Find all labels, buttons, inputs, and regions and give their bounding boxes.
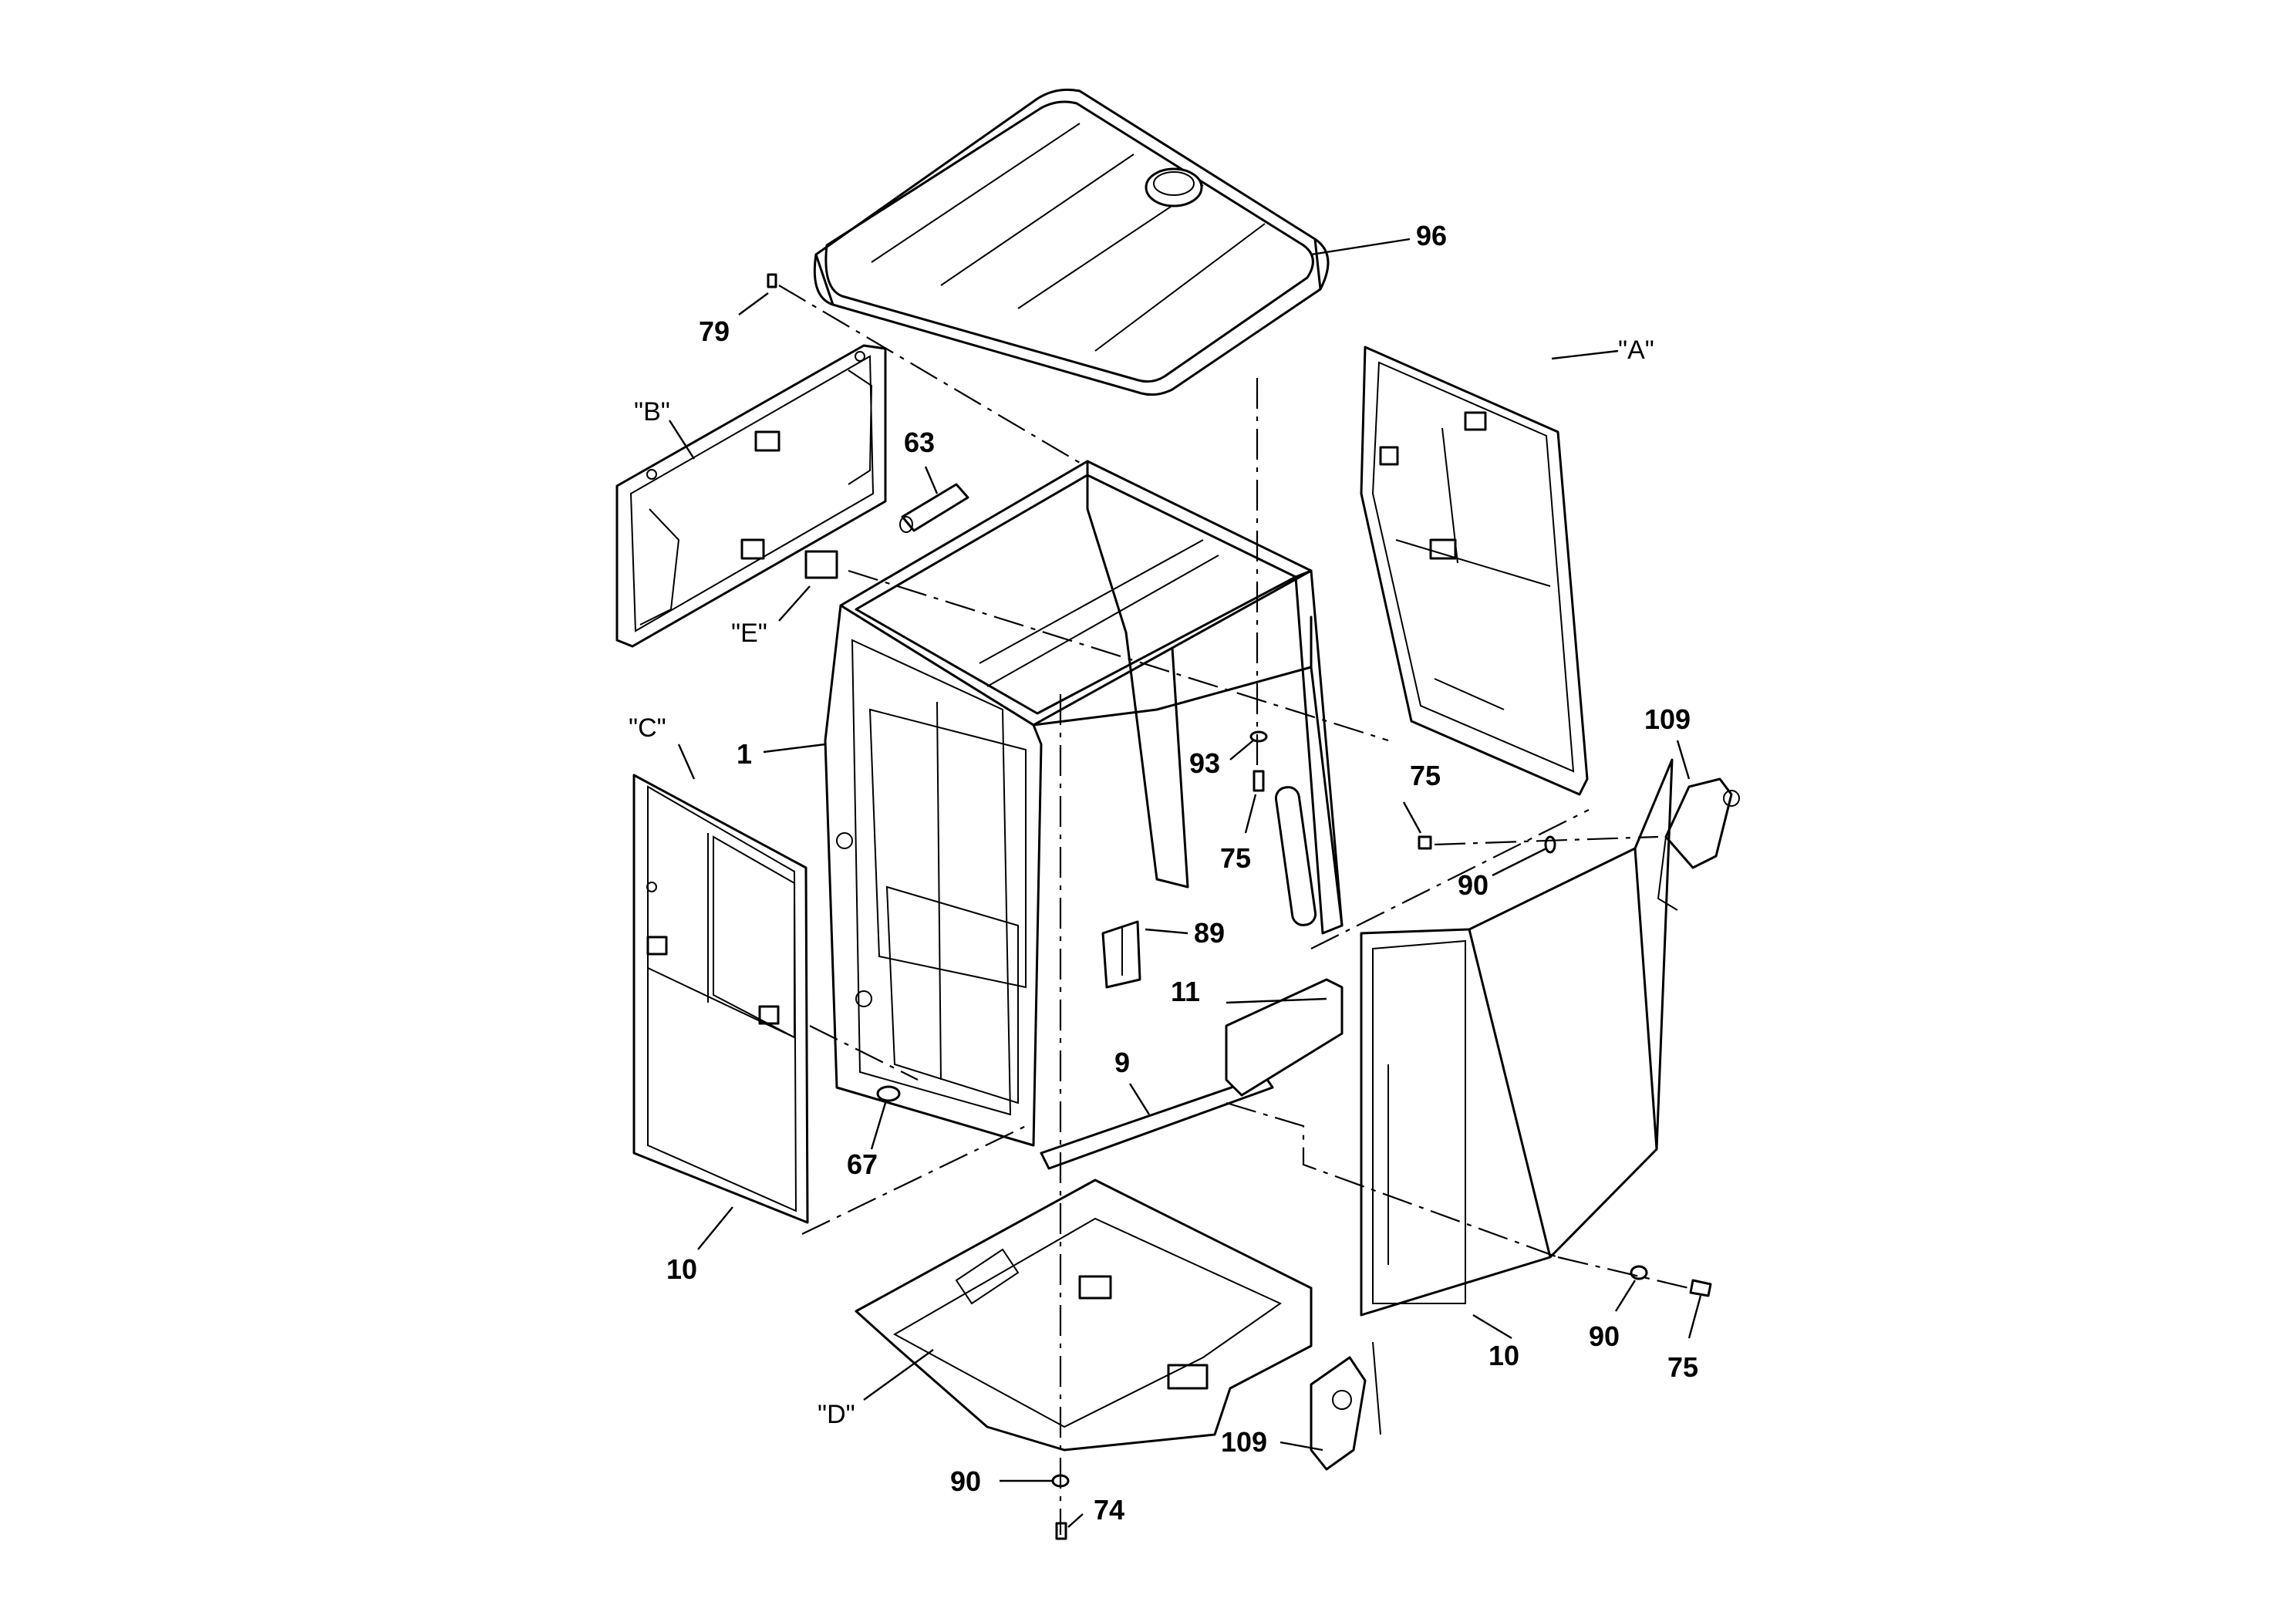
label-view-d: "D" (818, 1400, 855, 1429)
label-67: 67 (847, 1148, 878, 1180)
label-1: 1 (737, 738, 752, 770)
screw-79 (767, 273, 777, 288)
assembly-center-lines (778, 285, 1690, 1535)
label-90-bottom: 90 (950, 1465, 981, 1497)
label-9: 9 (1114, 1047, 1130, 1078)
label-109-top: 109 (1644, 703, 1691, 735)
label-10-left: 10 (666, 1253, 697, 1285)
floor-plate-d (855, 1179, 1313, 1452)
plug-67 (876, 1085, 901, 1102)
door-panel-c (632, 774, 809, 1224)
trim-strip-9 (1040, 1074, 1274, 1170)
washer-90-bottom-right (1630, 1265, 1648, 1280)
washer-93 (1249, 730, 1268, 743)
door-panel-a (1360, 346, 1589, 796)
label-75-center: 75 (1220, 842, 1251, 874)
label-96: 96 (1416, 220, 1447, 251)
label-11: 11 (1171, 976, 1200, 1007)
label-93: 93 (1189, 747, 1220, 779)
label-79: 79 (699, 315, 730, 347)
window-panel-b (615, 344, 887, 648)
mirror-109-bottom (1310, 1341, 1381, 1471)
label-view-c: "C" (629, 713, 666, 743)
cab-frame (824, 460, 1344, 1147)
label-109-bottom: 109 (1221, 1426, 1267, 1458)
label-74: 74 (1094, 1494, 1124, 1526)
label-view-a: "A" (1618, 336, 1654, 365)
handle-63 (899, 483, 969, 533)
label-63: 63 (904, 427, 935, 458)
side-panel-right (1360, 758, 1674, 1317)
bracket-89 (1101, 920, 1141, 989)
bolt-75-center (1253, 770, 1265, 792)
label-75-bottom-right: 75 (1667, 1351, 1698, 1383)
leader-lines (668, 238, 1702, 1528)
roof-part (813, 88, 1330, 396)
latch-e (804, 550, 838, 579)
bolt-75-bottom-right (1689, 1279, 1712, 1297)
label-75-right: 75 (1410, 760, 1441, 791)
washer-90-right (1544, 835, 1556, 854)
label-10-right: 10 (1489, 1340, 1519, 1371)
label-90-bottom-right: 90 (1589, 1320, 1620, 1352)
label-view-b: "B" (634, 397, 670, 427)
label-view-e: "E" (731, 619, 767, 648)
trim-strip-11 (1225, 978, 1344, 1097)
label-90-right: 90 (1458, 869, 1489, 901)
mirror-109-top (1657, 777, 1740, 911)
label-89: 89 (1194, 917, 1225, 949)
bolt-75-right (1418, 835, 1432, 850)
